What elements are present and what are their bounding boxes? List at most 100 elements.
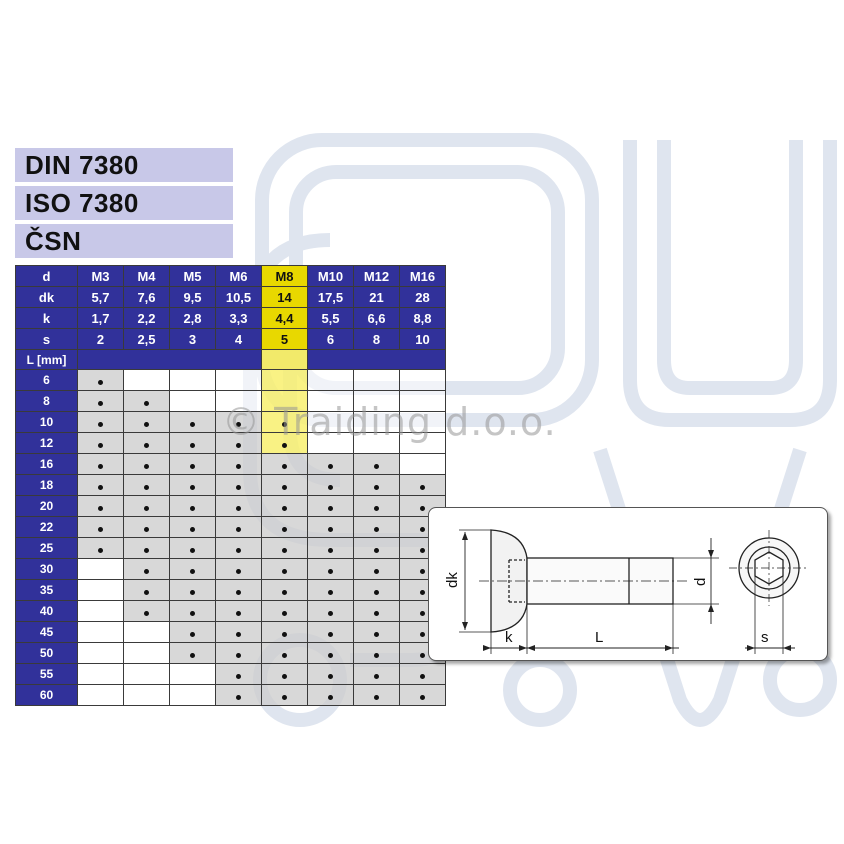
dimension-value: 4: [215, 328, 262, 350]
availability-dot: [144, 589, 149, 595]
available-cell: [261, 642, 308, 664]
available-cell: [353, 495, 400, 517]
empty-cell: [307, 411, 354, 433]
empty-cell: [77, 600, 124, 622]
available-cell: [307, 495, 354, 517]
empty-cell: [77, 642, 124, 664]
header-fill-highlight: [261, 349, 308, 370]
dimension-value: 7,6: [123, 286, 170, 308]
availability-dot: [374, 484, 379, 490]
available-cell: [307, 453, 354, 475]
available-cell: [215, 684, 262, 706]
availability-dot: [236, 694, 241, 700]
dimension-value: 6,6: [353, 307, 400, 329]
empty-cell: [353, 411, 400, 433]
availability-dot: [190, 421, 195, 427]
empty-cell: [169, 390, 216, 412]
available-cell: [123, 474, 170, 496]
length-label: 25: [15, 537, 78, 559]
available-cell: [261, 474, 308, 496]
available-cell: [215, 600, 262, 622]
available-cell: [215, 495, 262, 517]
label-L: L: [595, 629, 603, 646]
availability-dot: [282, 442, 287, 448]
availability-dot: [374, 694, 379, 700]
available-cell: [353, 579, 400, 601]
available-cell: [353, 516, 400, 538]
availability-dot: [282, 505, 287, 511]
availability-dot: [190, 610, 195, 616]
available-cell: [307, 663, 354, 685]
available-cell: [353, 663, 400, 685]
label-k: k: [505, 629, 513, 646]
available-cell: [307, 642, 354, 664]
available-cell: [399, 684, 446, 706]
availability-dot: [420, 568, 425, 574]
availability-dot: [98, 526, 103, 532]
available-cell: [77, 369, 124, 391]
availability-dot: [144, 484, 149, 490]
availability-dot: [282, 631, 287, 637]
length-label: 6: [15, 369, 78, 391]
length-label: 40: [15, 600, 78, 622]
availability-dot: [98, 505, 103, 511]
dimension-value: 28: [399, 286, 446, 308]
availability-dot: [328, 547, 333, 553]
length-row: 18: [15, 474, 446, 496]
empty-cell: [261, 390, 308, 412]
dimension-value: 1,7: [77, 307, 124, 329]
empty-cell: [123, 369, 170, 391]
availability-dot: [236, 421, 241, 427]
dimension-value: M12: [353, 265, 400, 287]
availability-dot: [236, 610, 241, 616]
availability-dot: [98, 463, 103, 469]
availability-dot: [282, 484, 287, 490]
availability-dot: [282, 589, 287, 595]
length-header: L [mm]: [15, 349, 78, 370]
available-cell: [399, 474, 446, 496]
available-cell: [307, 600, 354, 622]
availability-dot: [420, 505, 425, 511]
available-cell: [123, 579, 170, 601]
available-cell: [169, 495, 216, 517]
length-row: 45: [15, 621, 446, 643]
available-cell: [261, 516, 308, 538]
availability-dot: [282, 652, 287, 658]
availability-dot: [98, 379, 103, 385]
availability-dot: [374, 526, 379, 532]
available-cell: [77, 453, 124, 475]
availability-dot: [282, 673, 287, 679]
availability-dot: [282, 610, 287, 616]
available-cell: [307, 684, 354, 706]
available-cell: [169, 432, 216, 454]
availability-dot: [236, 568, 241, 574]
empty-cell: [123, 663, 170, 685]
availability-dot: [144, 421, 149, 427]
availability-dot: [374, 631, 379, 637]
standard-iso: ISO 7380: [15, 186, 233, 220]
available-cell: [215, 453, 262, 475]
empty-cell: [77, 621, 124, 643]
available-cell: [215, 411, 262, 433]
available-cell: [307, 621, 354, 643]
empty-cell: [399, 453, 446, 475]
dimension-label: d: [15, 265, 78, 287]
available-cell: [353, 684, 400, 706]
empty-cell: [77, 663, 124, 685]
availability-dot: [98, 547, 103, 553]
empty-cell: [123, 642, 170, 664]
availability-dot: [328, 652, 333, 658]
availability-dot: [374, 568, 379, 574]
available-cell: [77, 411, 124, 433]
length-label: 20: [15, 495, 78, 517]
label-s: s: [761, 629, 769, 646]
availability-dot: [236, 463, 241, 469]
dimension-value: M16: [399, 265, 446, 287]
availability-dot: [374, 547, 379, 553]
length-row: 55: [15, 663, 446, 685]
empty-cell: [169, 684, 216, 706]
availability-dot: [374, 610, 379, 616]
availability-dot: [328, 505, 333, 511]
bolt-drawing-panel: dk d k L s: [428, 507, 828, 661]
dimension-value: 5,7: [77, 286, 124, 308]
